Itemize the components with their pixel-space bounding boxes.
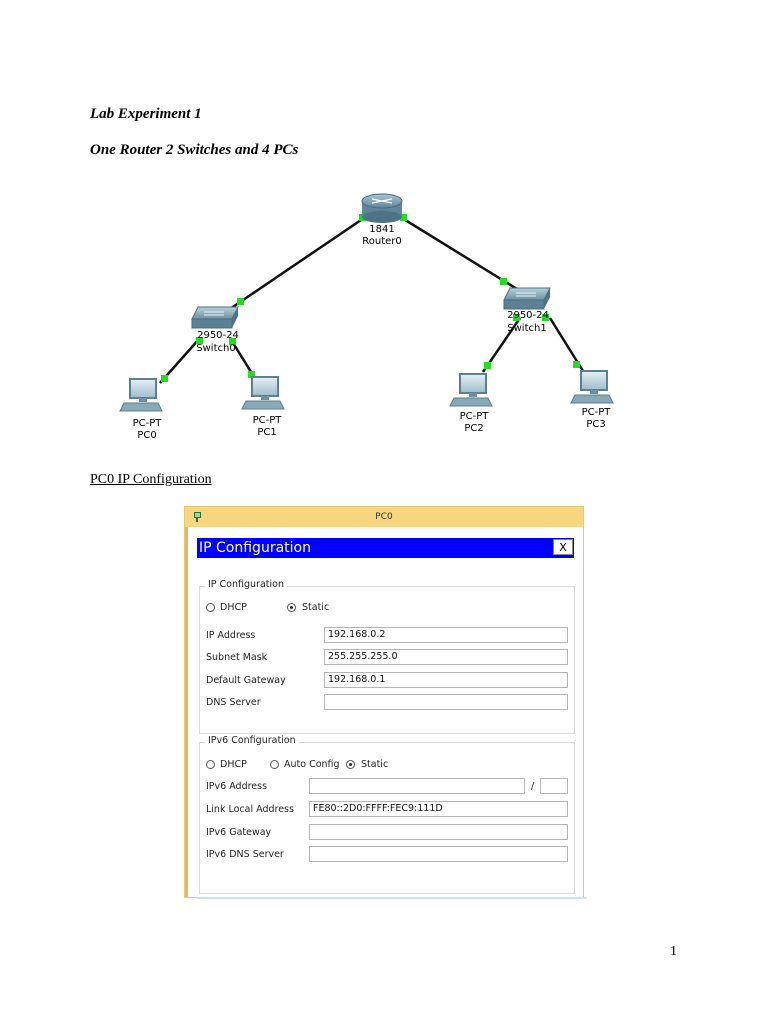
- link-local-address-label: Link Local Address: [206, 804, 294, 815]
- switch0-model-label: 2950-24: [197, 330, 239, 341]
- ipv6-prefix-input[interactable]: [540, 778, 568, 794]
- network-topology: 1841 Router0 2950-24 Switch0 2950-24 Swi…: [119, 193, 614, 441]
- port-indicator: [484, 362, 491, 369]
- subnet-mask-input[interactable]: 255.255.255.0: [324, 649, 568, 665]
- link-local-address-input[interactable]: FE80::2D0:FFFF:FEC9:111D: [309, 801, 568, 817]
- subnet-mask-label: Subnet Mask: [206, 652, 268, 663]
- pc0-config-window: PC0 IP Configuration X IP Configuration …: [184, 506, 587, 899]
- port-indicator: [513, 314, 520, 321]
- router-icon[interactable]: [361, 193, 403, 223]
- ip-address-label: IP Address: [206, 630, 256, 641]
- window-titlebar[interactable]: PC0: [185, 507, 583, 527]
- pc1-model-label: PC-PT: [253, 415, 283, 426]
- ipv6-dhcp-label: DHCP: [220, 759, 247, 770]
- port-indicator: [248, 371, 255, 378]
- document-title: Lab Experiment 1: [90, 106, 202, 122]
- switch-icon[interactable]: [503, 287, 551, 310]
- dns-server-input[interactable]: [324, 694, 568, 710]
- port-indicator: [161, 375, 168, 382]
- ipv6-dns-server-input[interactable]: [309, 846, 568, 862]
- ipv4-static-label: Static: [302, 602, 330, 613]
- window-content: IP Configuration X IP Configuration DHCP…: [189, 527, 587, 899]
- pc2-model-label: PC-PT: [460, 411, 490, 422]
- router-model-label: 1841: [369, 224, 394, 235]
- switch-icon[interactable]: [191, 306, 239, 329]
- ipv6-static-radio[interactable]: [346, 760, 355, 769]
- ipv6-gateway-input[interactable]: [309, 824, 568, 840]
- ipv6-auto-config-radio[interactable]: [270, 760, 279, 769]
- ipv6-gateway-label: IPv6 Gateway: [206, 827, 272, 838]
- page-number: 1: [670, 944, 677, 959]
- ipv6-prefix-separator: /: [531, 781, 535, 792]
- dns-server-label: DNS Server: [206, 697, 261, 708]
- switch1-model-label: 2950-24: [507, 310, 549, 321]
- port-indicator: [400, 214, 407, 221]
- switch1-name-label: Switch1: [507, 323, 546, 334]
- ipv6-auto-config-label: Auto Config: [284, 759, 340, 770]
- packet-tracer-app-icon: [194, 512, 201, 522]
- window-bottom-divider: [197, 897, 587, 899]
- window-title: PC0: [375, 512, 393, 522]
- pc-icon[interactable]: [570, 370, 614, 404]
- window-left-border: [185, 527, 188, 897]
- pc0-model-label: PC-PT: [133, 418, 163, 429]
- ipv6-static-label: Static: [361, 759, 389, 770]
- ipv6-group-legend: IPv6 Configuration: [205, 735, 299, 746]
- link-router-switch1: [401, 216, 531, 299]
- ipv4-static-radio[interactable]: [287, 603, 296, 612]
- close-button[interactable]: X: [553, 539, 573, 555]
- ipv4-config-group: IP Configuration: [199, 579, 575, 734]
- ipv4-dhcp-label: DHCP: [220, 602, 247, 613]
- pc1-name-label: PC1: [257, 427, 276, 438]
- ipv6-dhcp-radio[interactable]: [206, 760, 215, 769]
- ipv4-dhcp-radio[interactable]: [206, 603, 215, 612]
- port-indicator: [573, 361, 580, 368]
- default-gateway-input[interactable]: 192.168.0.1: [324, 672, 568, 688]
- port-indicator: [229, 338, 236, 345]
- section-heading: PC0 IP Configuration: [90, 472, 212, 487]
- default-gateway-label: Default Gateway: [206, 675, 286, 686]
- ipv6-config-group: IPv6 Configuration: [199, 735, 575, 894]
- pc3-model-label: PC-PT: [582, 407, 612, 418]
- pc-icon[interactable]: [449, 373, 493, 407]
- port-indicator: [500, 278, 507, 285]
- document-subtitle: One Router 2 Switches and 4 PCs: [90, 142, 299, 158]
- port-indicator: [542, 314, 549, 321]
- pc3-name-label: PC3: [586, 419, 605, 430]
- ip-configuration-header-text: IP Configuration: [199, 540, 311, 556]
- ipv6-address-input[interactable]: [309, 778, 525, 794]
- ipv6-dns-server-label: IPv6 DNS Server: [206, 849, 284, 860]
- ip-address-input[interactable]: 192.168.0.2: [324, 627, 568, 643]
- port-indicator: [237, 298, 244, 305]
- pc-icon[interactable]: [119, 378, 163, 412]
- pc-icon[interactable]: [241, 376, 285, 410]
- ip-configuration-header: IP Configuration X: [197, 538, 574, 558]
- pc0-name-label: PC0: [137, 430, 156, 441]
- ipv4-group-legend: IP Configuration: [205, 579, 287, 590]
- pc2-name-label: PC2: [464, 423, 483, 434]
- switch0-name-label: Switch0: [196, 343, 235, 354]
- ipv6-address-label: IPv6 Address: [206, 781, 268, 792]
- port-indicator: [196, 337, 203, 344]
- router-name-label: Router0: [362, 236, 402, 247]
